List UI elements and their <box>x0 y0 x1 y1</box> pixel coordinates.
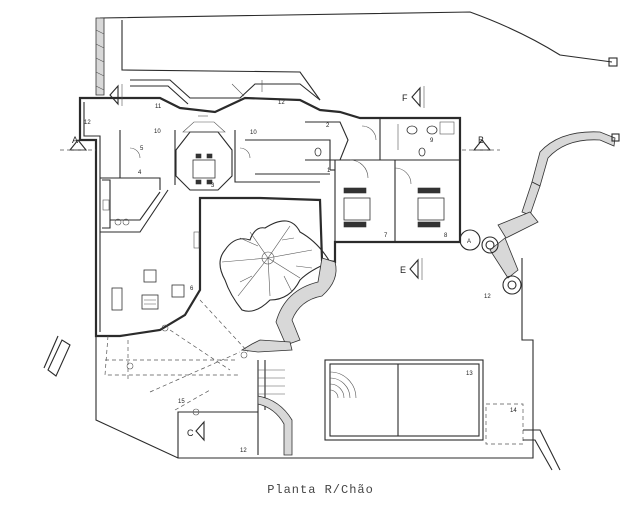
stone-wall-left-bottom <box>43 335 71 377</box>
terrace-pergola <box>104 299 249 416</box>
kitchen-counter <box>102 179 161 229</box>
section-marker-e: E <box>400 258 423 280</box>
room-number: 9 <box>430 138 434 144</box>
room-number: 4 <box>138 170 142 176</box>
garden-stone-border <box>240 257 337 353</box>
section-marker-f: F <box>402 86 425 108</box>
section-marker-c: C <box>187 420 205 442</box>
svg-text:A: A <box>72 135 78 145</box>
swimming-pool <box>324 359 484 441</box>
room-number: 11 <box>155 104 162 110</box>
section-marker-b: B <box>462 135 500 151</box>
bedroom-7 <box>343 187 371 228</box>
room-number: 15 <box>178 399 185 405</box>
room-number: 10 <box>154 129 161 135</box>
dining-table <box>192 153 216 185</box>
room-number: 1 <box>327 168 331 174</box>
room-number: 8 <box>444 233 448 239</box>
bathroom-fixtures <box>397 121 455 157</box>
door-swings <box>129 125 412 185</box>
octagonal-hall <box>175 115 233 191</box>
room-number: 13 <box>466 371 473 377</box>
room-number: 6 <box>190 286 194 292</box>
room-number: 12 <box>84 120 91 126</box>
section-marker-top-left <box>109 84 123 106</box>
living-room-furniture <box>111 231 200 332</box>
svg-text:C: C <box>187 428 194 438</box>
room-number: 12 <box>240 448 247 454</box>
plan-caption: Planta R/Chão <box>267 483 374 497</box>
room-number: 5 <box>140 146 144 152</box>
room-number: 3 <box>211 183 215 189</box>
svg-text:E: E <box>400 265 406 275</box>
wc-fixtures <box>305 121 349 161</box>
garden-tree <box>219 220 331 312</box>
section-marker-a: A <box>60 135 96 151</box>
room-number: 14 <box>510 408 517 414</box>
room-number: 12 <box>278 100 285 106</box>
round-fountains: A <box>459 229 522 295</box>
stone-path-right <box>489 131 620 279</box>
room-number: 12 <box>484 294 491 300</box>
svg-text:F: F <box>402 93 408 103</box>
exterior-stairs <box>257 360 293 456</box>
room-labels: 1 2 3 4 5 6 7 8 9 10 11 12 12 12 12 13 1… <box>84 100 517 454</box>
svg-text:B: B <box>478 135 484 145</box>
upper-balcony-outline <box>130 79 321 105</box>
svg-text:A: A <box>467 239 471 245</box>
room-number: 2 <box>326 123 330 129</box>
pool-house <box>485 403 561 471</box>
room-number: 7 <box>384 233 388 239</box>
bedroom-8 <box>417 187 445 228</box>
stone-wall-top-left <box>95 17 105 96</box>
site-boundary <box>95 11 618 459</box>
room-number: 10 <box>250 130 257 136</box>
